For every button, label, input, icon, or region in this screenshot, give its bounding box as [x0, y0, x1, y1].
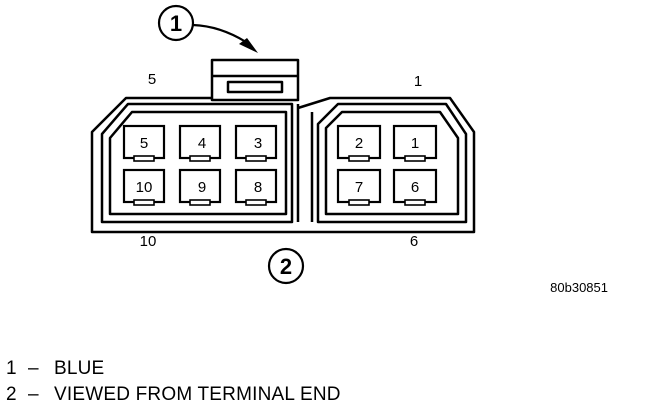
callout-1-number: 1: [170, 11, 182, 36]
callout-2-circle: [267, 247, 305, 285]
callout-1-circle: [157, 4, 195, 42]
legend-item: 1 – BLUE: [6, 356, 341, 382]
terminal-cavity: 2: [336, 124, 382, 162]
right-inner-housing-line: [324, 110, 460, 216]
callout-2-number: 2: [280, 254, 292, 279]
legend-description: VIEWED FROM TERMINAL END: [54, 384, 341, 405]
left-inner-housing: [100, 102, 294, 224]
connector-body: [90, 58, 476, 234]
label-top-left: 5: [148, 71, 156, 88]
label-top-right: 1: [414, 73, 422, 90]
connector-diagram: 1 5 1 10 6 5 4: [90, 4, 608, 295]
lock-tab-slot: [226, 80, 284, 94]
callout-1-leader: [192, 23, 247, 43]
legend-separator: –: [28, 358, 39, 379]
left-cavity-group: 5 4 3 10 9 8: [122, 124, 278, 206]
terminal-cavity: 1: [392, 124, 438, 162]
cavity-number: 10: [136, 179, 153, 196]
cavity-number: 3: [254, 135, 262, 152]
callout-1: [157, 4, 247, 43]
cavity-number: 1: [411, 135, 419, 152]
legend: 1 – BLUE 2 – VIEWED FROM TERMINAL END: [6, 356, 341, 408]
cavity-number: 5: [140, 135, 148, 152]
terminal-cavity: 8: [234, 168, 278, 206]
legend-number: 1: [6, 358, 17, 379]
figure-id: 80b30851: [550, 280, 608, 295]
terminal-cavity: 9: [178, 168, 222, 206]
legend-number: 2: [6, 384, 17, 405]
lock-tab: [210, 58, 300, 102]
connector-outer-shell: [90, 96, 476, 234]
right-inner-housing: [316, 102, 468, 224]
right-cavity-group: 2 1 7 6: [336, 124, 438, 206]
cavity-number: 9: [198, 179, 206, 196]
cavity-number: 2: [355, 135, 363, 152]
cavity-number: 6: [411, 179, 419, 196]
label-bottom-left: 10: [140, 233, 157, 250]
left-inner-housing-line: [108, 110, 288, 216]
legend-item: 2 – VIEWED FROM TERMINAL END: [6, 382, 341, 408]
cavity-number: 7: [355, 179, 363, 196]
label-bottom-right: 6: [410, 233, 418, 250]
callout-1-arrowhead: [239, 38, 258, 53]
cavity-number: 8: [254, 179, 262, 196]
terminal-cavity: 4: [178, 124, 222, 162]
legend-separator: –: [28, 384, 39, 405]
terminal-cavity: 5: [122, 124, 166, 162]
terminal-cavity: 6: [392, 168, 438, 206]
terminal-cavity: 7: [336, 168, 382, 206]
terminal-cavity: 3: [234, 124, 278, 162]
cavity-number: 4: [198, 135, 206, 152]
terminal-cavity: 10: [122, 168, 166, 206]
legend-description: BLUE: [54, 358, 105, 379]
